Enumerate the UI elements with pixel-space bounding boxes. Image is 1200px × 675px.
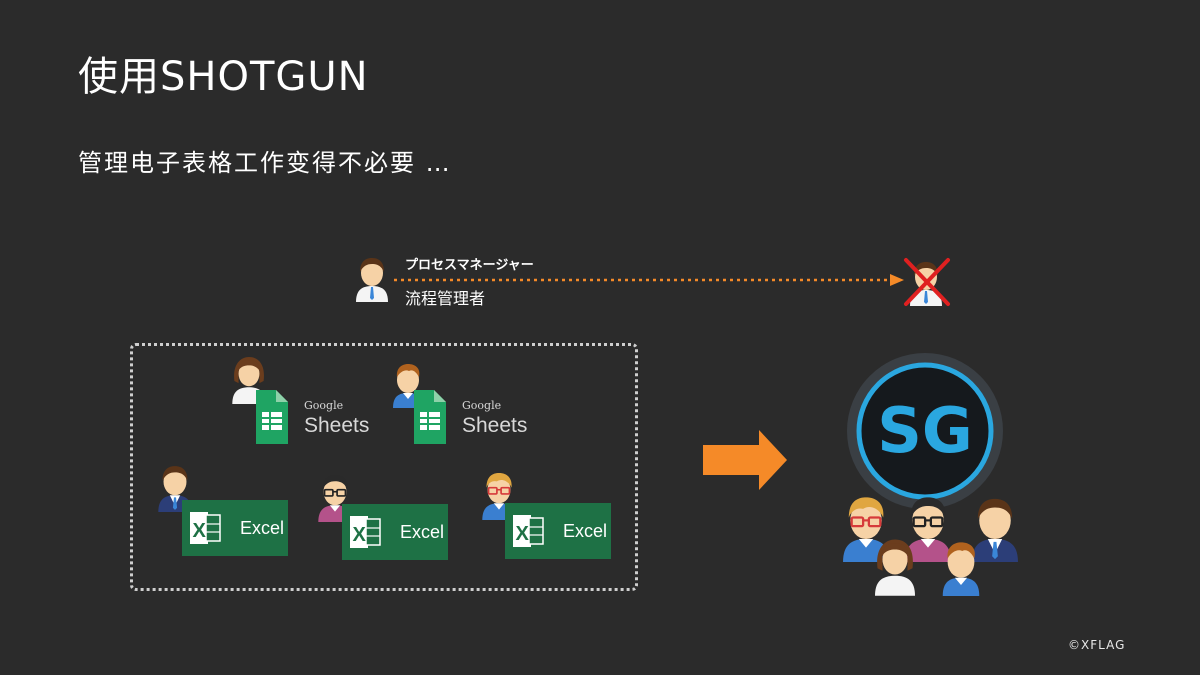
copyright-text: ©XFLAG: [1068, 638, 1126, 652]
excel-product-text: Excel: [400, 522, 444, 542]
right-arrow-icon: [703, 430, 787, 490]
google-sheets-logo: Google Sheets: [414, 390, 527, 444]
svg-text:X: X: [353, 524, 367, 546]
excel-product-text: Excel: [240, 518, 284, 538]
spreadsheet-users-group: [130, 343, 638, 591]
excel-product-text: Excel: [563, 521, 607, 541]
process-manager-label-jp: プロセスマネージャー: [405, 258, 534, 273]
excel-logo: X Excel: [342, 504, 448, 560]
svg-text:X: X: [516, 523, 530, 545]
dotted-arrow-line: [394, 274, 904, 286]
sheets-product-text: Sheets: [462, 414, 527, 437]
sheets-product-text: Sheets: [304, 414, 369, 437]
process-manager-label-zh: 流程管理者: [405, 289, 486, 308]
slide-title: 使用SHOTGUN: [78, 54, 369, 100]
excel-logo: X Excel: [182, 500, 288, 556]
svg-text:X: X: [193, 520, 207, 542]
shotgun-logo: SG: [847, 353, 1003, 509]
google-sheets-logo: Google Sheets: [256, 390, 369, 444]
process-manager-removed: [904, 258, 950, 306]
excel-logo: X Excel: [505, 503, 611, 559]
team-member-woman-avatar: [875, 539, 915, 596]
slide-subtitle: 管理电子表格工作变得不必要 …: [78, 149, 452, 177]
google-brand-text: Google: [462, 399, 501, 412]
process-manager-avatar: [352, 256, 392, 302]
team-member-boy-avatar: [942, 542, 980, 596]
google-brand-text: Google: [304, 399, 343, 412]
shotgun-logo-text: SG: [877, 394, 973, 467]
